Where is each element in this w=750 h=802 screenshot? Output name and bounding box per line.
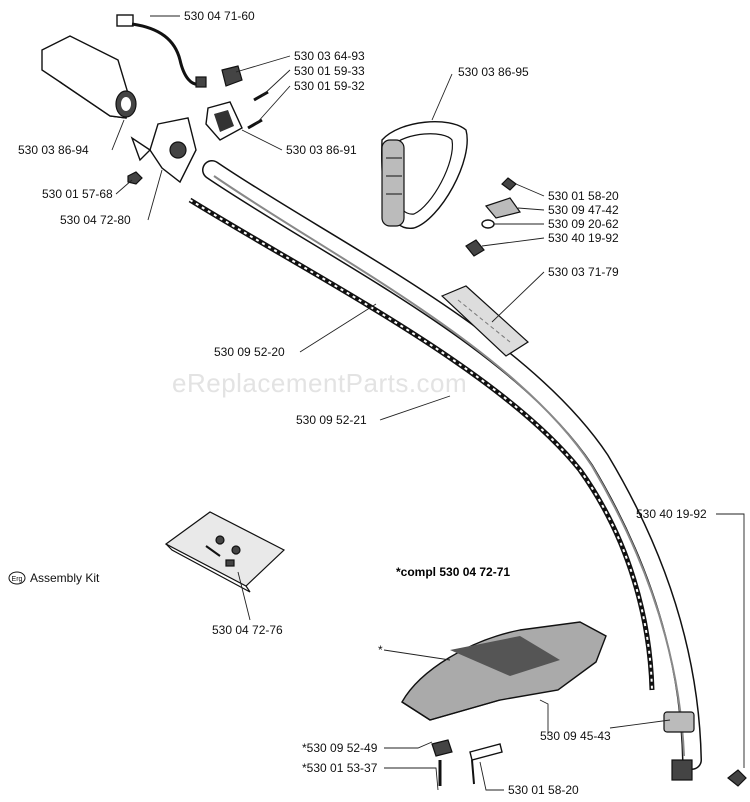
part-label: *530 01 53-37 [302,761,378,775]
assembly-kit-legend: Erg Assembly Kit [8,571,100,585]
part-label: 530 09 45-43 [540,729,611,743]
loop-handle [381,121,468,229]
part-label: * [378,643,383,657]
throttle-body [130,117,197,184]
connector [221,65,243,87]
decal [440,285,529,357]
part-label: 530 01 58-20 [508,783,579,797]
loop-fasteners [465,177,522,257]
part-label: 530 04 72-80 [60,213,131,227]
part-label: 530 04 72-76 [212,623,283,637]
shaft-tube [202,160,702,770]
complete-assembly-note: *compl 530 04 72-71 [396,565,510,579]
top-screws [247,90,269,130]
part-label: 530 03 86-95 [458,65,529,79]
wire-harness [116,14,207,88]
drive-shaft [188,197,655,691]
trimmer-guard [401,621,607,721]
handle-grip [41,35,137,119]
part-labels: 530 04 71-60 530 03 64-93 530 01 59-33 5… [18,9,707,797]
part-label: 530 03 86-94 [18,143,89,157]
part-label: 530 09 52-21 [296,413,367,427]
part-label: 530 03 86-91 [286,143,357,157]
assembly-kit-bag [164,511,286,593]
part-label: 530 03 71-79 [548,265,619,279]
guard-clamp [431,739,503,786]
part-label: 530 01 57-68 [42,187,113,201]
part-label: 530 04 71-60 [184,9,255,23]
leader-lines [111,15,745,791]
watermark-text: eReplacementParts.com [172,368,467,398]
throttle-housing [205,101,243,141]
part-label: 530 40 19-92 [548,231,619,245]
legend-label: Assembly Kit [30,571,100,585]
part-label: 530 01 59-32 [294,79,365,93]
part-label: 530 09 47-42 [548,203,619,217]
part-label: 530 40 19-92 [636,507,707,521]
part-label: 530 01 58-20 [548,189,619,203]
part-label: *530 09 52-49 [302,741,378,755]
part-label: 530 03 64-93 [294,49,365,63]
shaft-coupling [663,711,747,787]
legend-badge: Erg [12,576,23,583]
part-label: 530 01 59-33 [294,64,365,78]
part-label: 530 09 20-62 [548,217,619,231]
part-label: 530 09 52-20 [214,345,285,359]
